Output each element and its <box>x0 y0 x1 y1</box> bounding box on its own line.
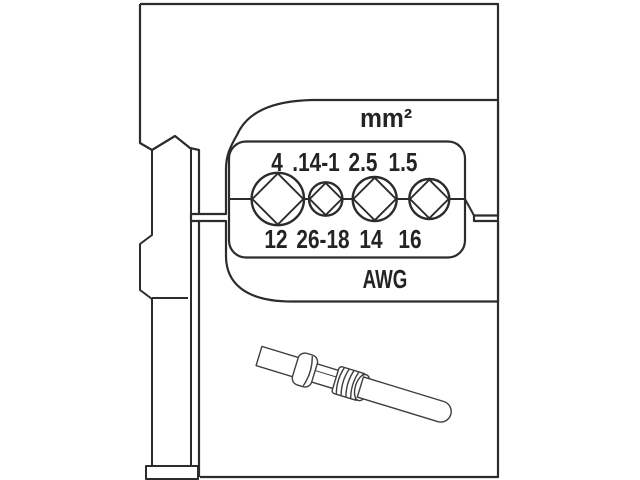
rail-left-edge <box>139 150 153 466</box>
awg-size-label-1: 12 <box>264 225 287 254</box>
pin-collar <box>291 352 319 388</box>
awg-size-row: 12 26-18 14 16 <box>264 225 421 254</box>
pin-collar-curve <box>302 356 314 387</box>
pin-rib-line <box>335 367 345 394</box>
module-right-step-line <box>464 198 475 216</box>
mm2-size-label-3: 2.5 <box>349 148 378 177</box>
die-opening-square-3 <box>352 176 398 222</box>
die-opening-square-2 <box>308 181 344 217</box>
mounting-rail-profile <box>139 148 199 480</box>
unit-label-mm2: mm² <box>360 104 412 133</box>
pin-contact-shaft <box>356 376 452 423</box>
unit-label-awg: AWG <box>363 264 408 294</box>
pin-rib-line <box>349 371 360 399</box>
pin-neck-detail-line <box>315 370 337 378</box>
die-opening-square-1 <box>250 172 305 226</box>
contact-pin-illustration <box>255 345 452 423</box>
mm2-size-label-2: .14-1 <box>292 148 339 177</box>
holder-outline-left-peak <box>138 4 201 477</box>
pin-rib-line <box>345 370 355 397</box>
awg-size-label-3: 14 <box>359 225 382 254</box>
die-openings <box>250 171 451 227</box>
unit-label-awg-group: AWG <box>363 264 408 294</box>
awg-size-label-2: 26-18 <box>296 225 349 254</box>
pin-rib-line <box>340 369 350 396</box>
rail-foot <box>145 465 199 480</box>
mm2-size-label-4: 1.5 <box>389 148 418 177</box>
mm2-size-row: 4 .14-1 2.5 1.5 <box>271 148 417 177</box>
mm2-size-label-1: 4 <box>271 148 283 177</box>
die-opening-square-4 <box>408 178 450 220</box>
unit-label-mm2-group: mm² <box>360 104 412 133</box>
awg-size-label-4: 16 <box>398 225 421 254</box>
